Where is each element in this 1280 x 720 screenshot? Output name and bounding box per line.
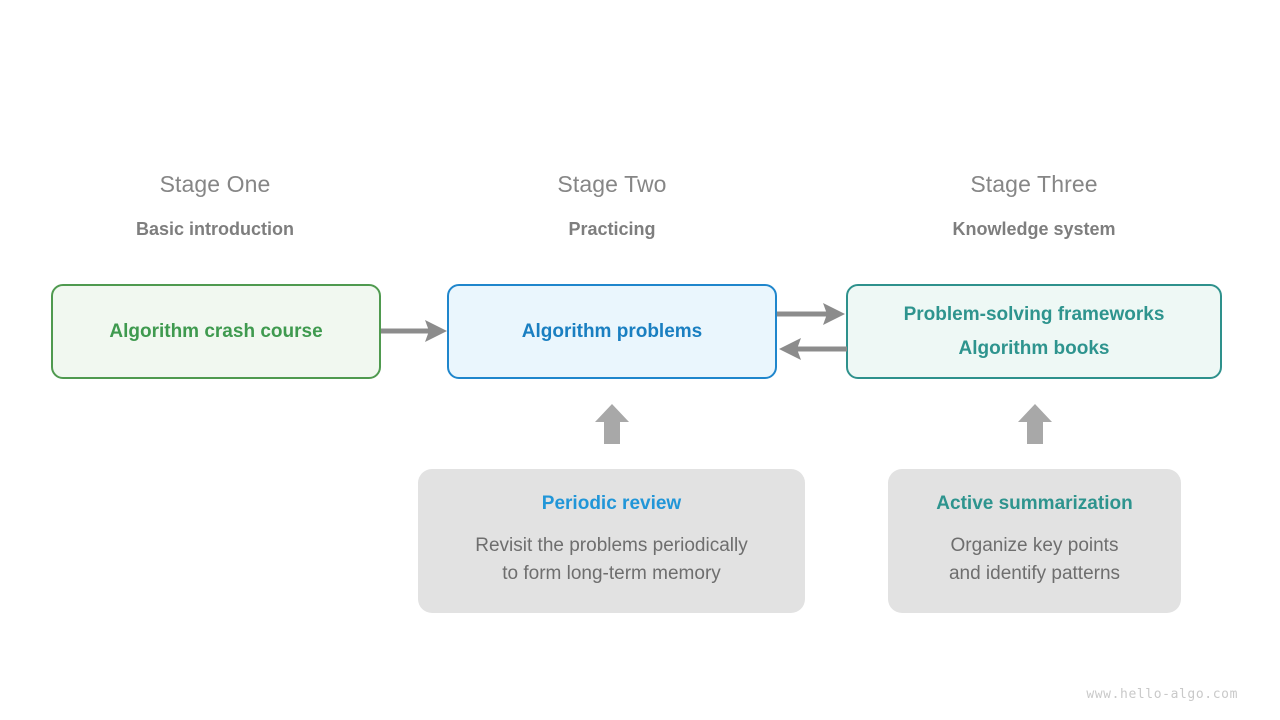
support-review-body-line-1: Revisit the problems periodically	[475, 535, 748, 557]
stage-three-title: Stage Three	[970, 171, 1098, 197]
arrow-review-up-icon	[595, 404, 629, 444]
stage-two-subtitle: Practicing	[568, 219, 656, 240]
support-summary-title: Active summarization	[936, 493, 1133, 515]
node-algorithm-crash-course[interactable]: Algorithm crash course	[51, 284, 381, 379]
stage-header-three: Stage Three Knowledge system	[884, 171, 1184, 240]
arrow-blue-to-teal-icon	[777, 303, 845, 325]
support-review-body: Revisit the problems periodically to for…	[475, 532, 747, 587]
stage-three-subtitle: Knowledge system	[952, 219, 1116, 240]
support-review-title: Periodic review	[541, 493, 682, 515]
watermark-url: www.hello-algo.com	[1086, 687, 1238, 702]
support-box-active-summarization[interactable]: Active summarization Organize key points…	[888, 469, 1181, 613]
node-teal-line-1: Problem-solving frameworks	[903, 304, 1165, 325]
node-green-line-1: Algorithm crash course	[109, 321, 323, 342]
stage-one-subtitle: Basic introduction	[135, 219, 294, 240]
stage-header-two: Stage Two Practicing	[462, 171, 762, 240]
arrow-green-to-blue-icon	[381, 320, 447, 342]
node-blue-line-1: Algorithm problems	[521, 321, 703, 342]
arrow-teal-to-blue-icon	[779, 338, 847, 360]
stage-two-title: Stage Two	[557, 171, 667, 197]
arrow-summary-up-icon	[1018, 404, 1052, 444]
support-box-periodic-review[interactable]: Periodic review Revisit the problems per…	[418, 469, 805, 613]
stage-one-title: Stage One	[159, 171, 271, 197]
stage-header-one: Stage One Basic introduction	[65, 171, 365, 240]
support-summary-body-line-1: Organize key points	[950, 535, 1119, 557]
support-summary-body: Organize key points and identify pattern…	[949, 532, 1120, 587]
support-review-body-line-2: to form long-term memory	[502, 563, 721, 584]
node-teal-line-2: Algorithm books	[958, 338, 1110, 359]
node-algorithm-problems[interactable]: Algorithm problems	[447, 284, 777, 379]
node-knowledge-system[interactable]: Problem-solving frameworks Algorithm boo…	[846, 284, 1222, 379]
support-summary-body-line-2: and identify patterns	[948, 563, 1121, 584]
